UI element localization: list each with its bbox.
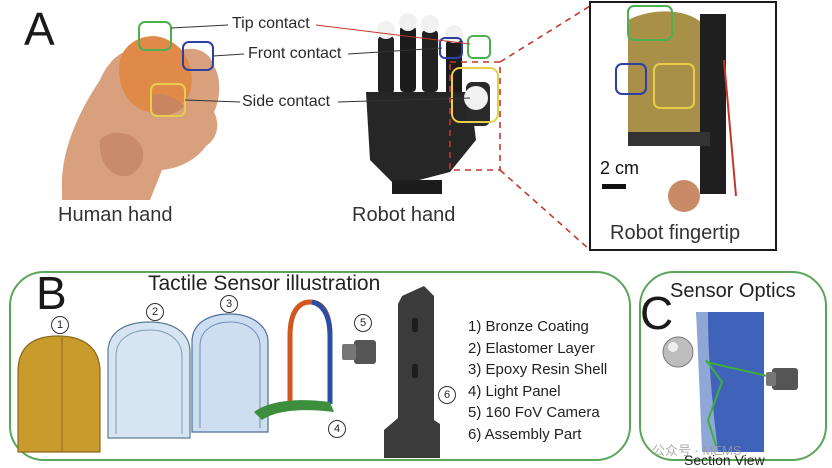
legend-item-6: 6) Assembly Part [468, 425, 582, 443]
panel-c-title: Sensor Optics [670, 280, 796, 302]
part-number-2: 2 [146, 303, 164, 321]
panel-a-letter: A [24, 3, 55, 55]
contact-ball [662, 336, 694, 368]
robot-hand-image [366, 13, 490, 194]
light-path [705, 359, 724, 447]
fingertip-front-marker [615, 63, 647, 95]
fingertip-tip-marker [627, 5, 673, 41]
fingertip-side-marker [653, 63, 695, 109]
epoxy-resin-shell-part [191, 313, 269, 433]
parts-legend: 1) Bronze Coating 2) Elastomer Layer 3) … [468, 316, 607, 445]
part-number-5: 5 [354, 314, 372, 332]
robot-tip-marker [467, 35, 491, 59]
front-leader-right [347, 47, 443, 55]
front-leader-left [212, 53, 245, 57]
legend-item-1: 1) Bronze Coating [468, 318, 589, 335]
human-hand-caption: Human hand [58, 204, 173, 226]
panel-b-title: Tactile Sensor illustration [148, 272, 381, 295]
tip-contact-label: Tip contact [232, 15, 310, 32]
tip-leader-left [170, 24, 229, 29]
part-number-3: 3 [220, 295, 238, 313]
side-leader-left [184, 99, 241, 103]
light-panel-blue [311, 299, 333, 404]
side-leader-right [337, 97, 471, 103]
watermark: 公众号 · MEMS [652, 443, 742, 458]
zoom-box [449, 61, 501, 171]
robot-side-marker [451, 67, 499, 123]
part-number-1: 1 [51, 316, 69, 334]
light-panel-green [254, 400, 334, 420]
elastomer-layer-part [107, 321, 191, 439]
panel-c-letter: C [640, 287, 674, 339]
scale-bar [602, 184, 626, 189]
side-contact-label: Side contact [242, 93, 331, 110]
part-number-6: 6 [438, 386, 456, 404]
fingertip-caption: Robot fingertip [610, 222, 741, 244]
panel-c-frame [639, 271, 827, 461]
legend-item-5: 5) 160 FoV Camera [468, 404, 600, 421]
front-contact-label: Front contact [248, 45, 342, 62]
legend-item-4: 4) Light Panel [468, 382, 561, 400]
tip-leader-right [315, 24, 471, 45]
camera-part [354, 340, 376, 364]
legend-item-3: 3) Epoxy Resin Shell [468, 361, 608, 378]
scale-bar-label: 2 cm [600, 158, 640, 178]
section-view-caption: Section View [684, 452, 765, 468]
panel-b-letter: B [36, 267, 67, 319]
human-tip-marker [138, 21, 172, 51]
robot-hand-caption: Robot hand [352, 204, 456, 226]
fingertip-image [628, 11, 737, 212]
zoom-line-top [499, 5, 591, 63]
panel-b-frame [9, 271, 631, 461]
human-hand-image [61, 36, 220, 200]
optics-camera [772, 368, 798, 390]
zoom-line-bottom [499, 169, 591, 251]
part-number-4: 4 [328, 420, 346, 438]
legend-item-2: 2) Elastomer Layer [468, 339, 595, 357]
bronze-coating-part [17, 335, 101, 453]
